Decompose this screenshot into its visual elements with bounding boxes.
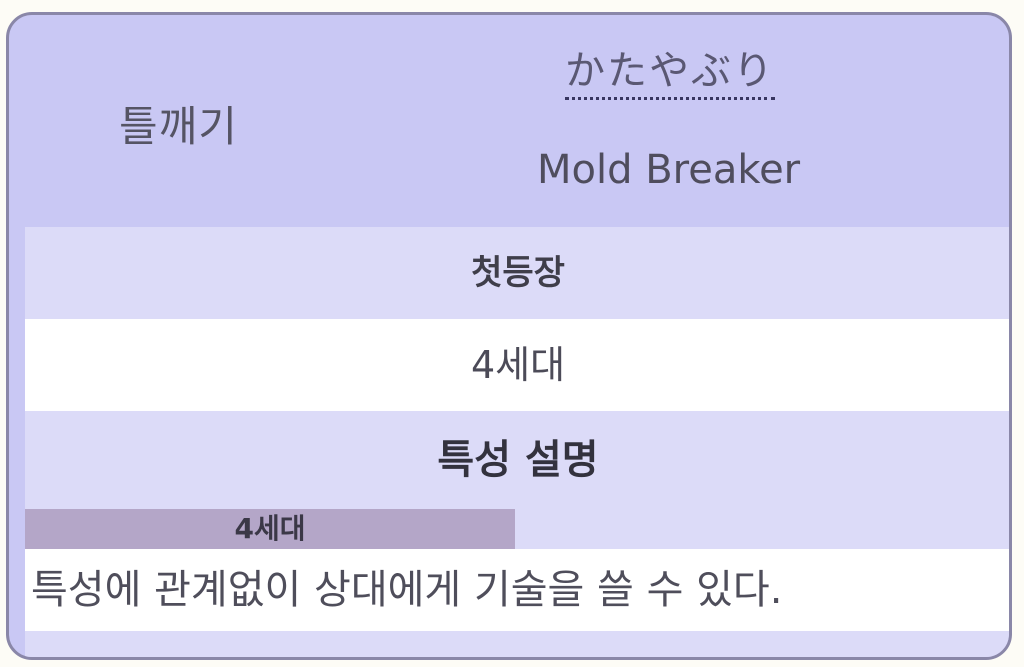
ability-name-japanese[interactable]: かたやぶり [565, 47, 775, 100]
ability-name-korean: 틀깨기 [119, 102, 238, 151]
ability-header: 틀깨기 かたやぶり Mold Breaker [25, 15, 1009, 227]
debut-label: 첫등장 [25, 227, 1009, 319]
description-label: 특성 설명 [25, 411, 1009, 509]
debut-value: 4세대 [25, 319, 1009, 411]
description-section: 4세대 특성에 관계없이 상대에게 기술을 쓸 수 있다. [25, 509, 1009, 657]
description-text: 특성에 관계없이 상대에게 기술을 쓸 수 있다. [25, 549, 1009, 631]
generation-tab[interactable]: 4세대 [25, 509, 515, 549]
ability-card: 틀깨기 かたやぶり Mold Breaker 첫등장 4세대 특성 설명 4세대… [6, 12, 1012, 660]
ability-name-english: Mold Breaker [537, 147, 801, 193]
